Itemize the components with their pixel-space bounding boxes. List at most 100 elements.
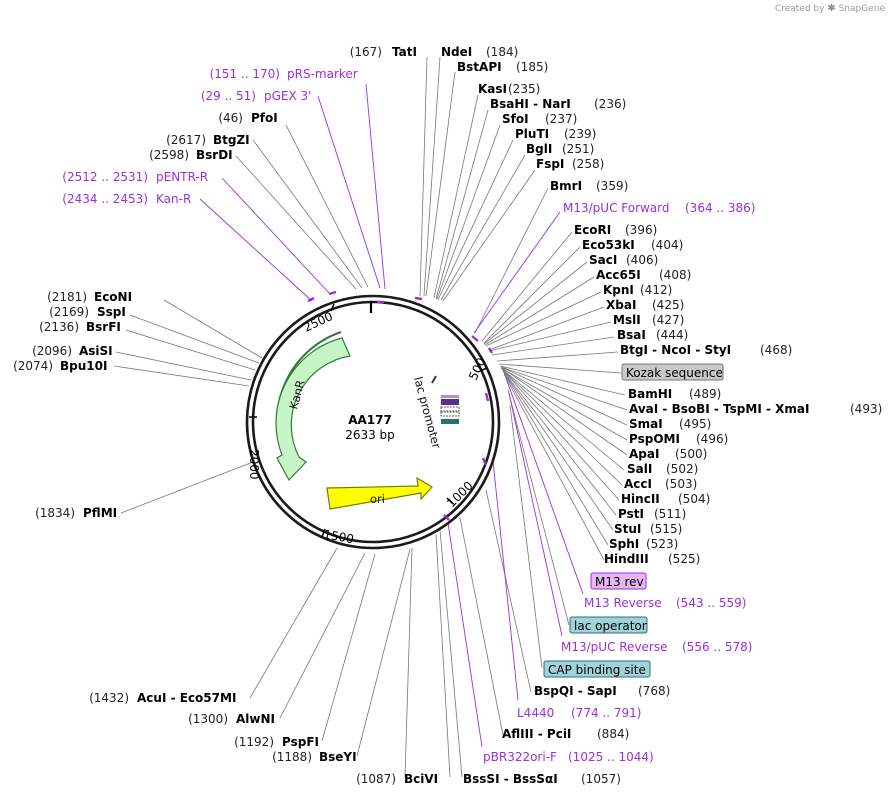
site-pfoi[interactable]: PfoI (251, 111, 278, 125)
primer-pentr-r[interactable]: pENTR-R (156, 170, 208, 184)
site-bspqi[interactable]: BspQI - SapI (534, 684, 617, 698)
primer-l4440[interactable]: L4440 (517, 706, 554, 720)
site-tati[interactable]: TatI (392, 45, 417, 59)
site-sali[interactable]: SalI (627, 462, 652, 476)
primer-range-kan-r: (2434 .. 2453) (62, 192, 148, 206)
site-kpni[interactable]: KpnI (603, 283, 634, 297)
site-sphi[interactable]: SphI (609, 537, 639, 551)
site-afliii[interactable]: AflIII - PciI (502, 727, 571, 741)
site-hindiii[interactable]: HindIII (604, 552, 649, 566)
site-pos-bspqi: (768) (638, 684, 670, 698)
site-pos-acc65i: (408) (659, 268, 691, 282)
site-ecori[interactable]: EcoRI (574, 223, 611, 237)
lac-promoter-mark (431, 375, 437, 384)
site-smai[interactable]: SmaI (629, 417, 663, 431)
primer-m13-reverse[interactable]: M13 Reverse (584, 596, 662, 610)
site-acc65i[interactable]: Acc65I (596, 268, 641, 282)
site-sspi[interactable]: SspI (97, 305, 126, 319)
site-pos-pspomi: (496) (696, 432, 728, 446)
site-bgli[interactable]: BglI (526, 142, 552, 156)
tick-1500: 1500 (322, 527, 355, 546)
site-pos-bcivi: (1087) (356, 772, 396, 786)
primer-kan-r[interactable]: Kan-R (156, 192, 191, 206)
kozak-label: Kozak sequence (626, 366, 723, 380)
site-pos-stui: (515) (650, 522, 682, 536)
site-pos-kasi: (235) (508, 82, 540, 96)
primer-prs-marker[interactable]: pRS-marker (287, 67, 358, 81)
site-pos-bsrdi: (2598) (149, 148, 189, 162)
primer-range-m13-puc-forward: (364 .. 386) (685, 201, 755, 215)
site-pos-psti: (511) (654, 507, 686, 521)
site-bseyi[interactable]: BseYI (319, 750, 357, 764)
primer-range-pgex3: (29 .. 51) (201, 89, 256, 103)
lac-operator-box[interactable] (569, 616, 648, 634)
site-hincii[interactable]: HincII (621, 492, 660, 506)
site-acci[interactable]: AccI (624, 477, 652, 491)
site-sfoi[interactable]: SfoI (502, 112, 529, 126)
site-psti[interactable]: PstI (618, 507, 644, 521)
ori-feature[interactable] (326, 476, 433, 510)
site-pos-hincii: (504) (678, 492, 710, 506)
site-bsrdi[interactable]: BsrDI (196, 148, 233, 162)
kanr-feature[interactable] (275, 337, 351, 482)
site-pos-bamhi: (489) (689, 387, 721, 401)
site-stui[interactable]: StuI (614, 522, 641, 536)
ori-label: ori (370, 492, 385, 506)
site-bstapi[interactable]: BstAPI (457, 60, 502, 74)
site-econi[interactable]: EcoNI (94, 290, 132, 304)
m13-rev-label: M13 rev (595, 575, 644, 589)
site-avai[interactable]: AvaI - BsoBI - TspMI - XmaI (629, 402, 809, 416)
site-kasi[interactable]: KasI (478, 82, 507, 96)
site-pos-bgli: (251) (562, 142, 594, 156)
mcs-feature-1[interactable] (441, 399, 459, 405)
site-bmri[interactable]: BmrI (550, 179, 582, 193)
primer-range-pbr322ori-f: (1025 .. 1044) (568, 750, 654, 764)
cap-binding-box[interactable] (543, 660, 651, 678)
primer-m13-puc-forward[interactable]: M13/pUC Forward (563, 201, 670, 215)
site-bsai[interactable]: BsaI (617, 328, 646, 342)
site-fspi[interactable]: FspI (536, 157, 564, 171)
right-primers: M13/pUC Forward (364 .. 386) M13 Reverse… (483, 201, 755, 764)
primer-m13-puc-reverse[interactable]: M13/pUC Reverse (561, 640, 668, 654)
site-bsrfi[interactable]: BsrFI (86, 320, 121, 334)
site-pos-econi: (2181) (47, 290, 87, 304)
mcs-feature-2[interactable] (440, 406, 460, 412)
cap-binding-label: CAP binding site (548, 663, 646, 677)
site-apai[interactable]: ApaI (629, 447, 659, 461)
site-asisi[interactable]: AsiSI (79, 344, 113, 358)
site-pos-sfoi: (237) (545, 112, 577, 126)
site-btgzi[interactable]: BtgZI (213, 133, 250, 147)
site-pos-pspfi: (1192) (234, 735, 274, 749)
site-bamhi[interactable]: BamHI (628, 387, 672, 401)
m13-primer-glyph[interactable] (441, 395, 459, 398)
snapgene-logo: ✱ (827, 3, 836, 14)
mcs-feature-3[interactable] (440, 411, 460, 417)
site-pspfi[interactable]: PspFI (282, 735, 319, 749)
kozak-box[interactable] (621, 363, 724, 381)
site-pspomi[interactable]: PspOMI (629, 432, 680, 446)
lac-operator-glyph[interactable] (441, 419, 459, 424)
site-pos-xbai: (425) (652, 298, 684, 312)
site-eco53ki[interactable]: Eco53kI (582, 238, 635, 252)
site-xbai[interactable]: XbaI (606, 298, 636, 312)
site-pluti[interactable]: PluTI (515, 127, 549, 141)
site-bsahi[interactable]: BsaHI - NarI (490, 97, 571, 111)
site-bpu10i[interactable]: Bpu10I (60, 359, 107, 373)
site-bcivi[interactable]: BciVI (404, 772, 438, 786)
site-pflmi[interactable]: PflMI (83, 506, 117, 520)
site-pos-btgi: (468) (760, 343, 792, 357)
site-ndei[interactable]: NdeI (441, 45, 472, 59)
site-btgi[interactable]: BtgI - NcoI - StyI (620, 343, 731, 357)
m13-rev-box[interactable] (590, 572, 647, 590)
site-alwni[interactable]: AlwNI (236, 712, 275, 726)
primer-pgex3[interactable]: pGEX 3' (264, 89, 311, 103)
tick-2000: 2000 (247, 449, 261, 480)
primer-pbr322ori-f[interactable]: pBR322ori-F (483, 750, 557, 764)
site-msli[interactable]: MslI (613, 313, 641, 327)
site-pos-bseyi: (1188) (272, 750, 312, 764)
site-saci[interactable]: SacI (589, 253, 617, 267)
site-acui[interactable]: AcuI - Eco57MI (137, 691, 236, 705)
site-pos-apai: (500) (675, 447, 707, 461)
site-bsssi[interactable]: BssSI - BssSαI (463, 772, 558, 786)
